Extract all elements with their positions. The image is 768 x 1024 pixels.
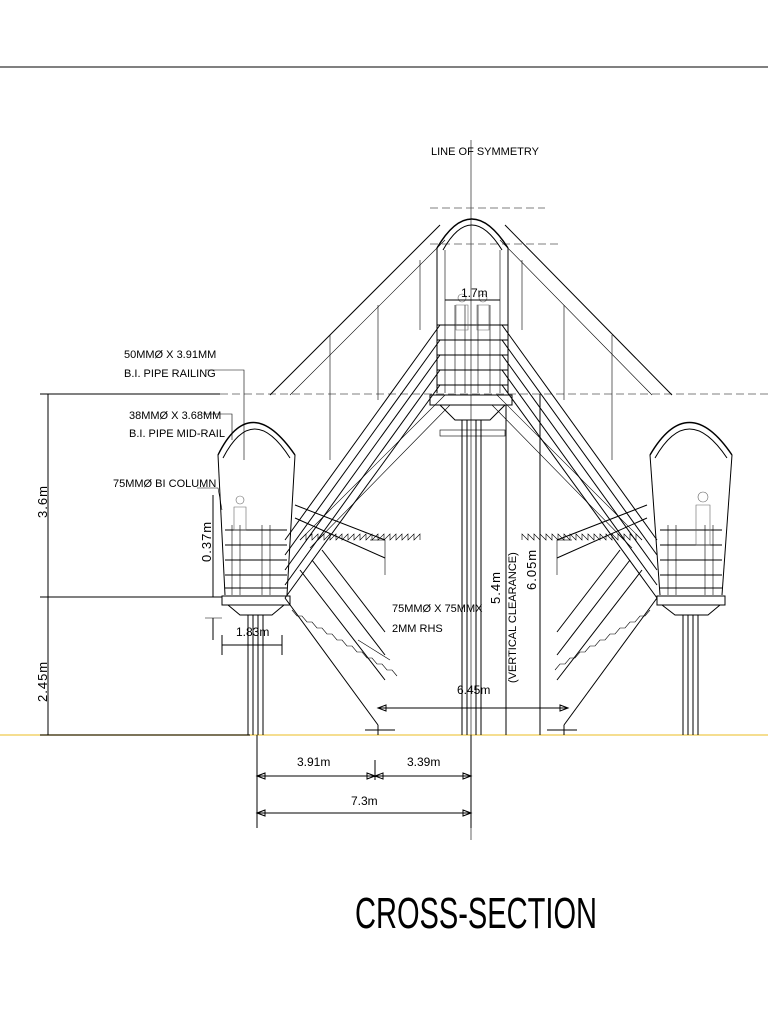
dimension-lines [40, 299, 570, 828]
roof-envelope [269, 224, 673, 396]
dim-rail-height: 0.37m [199, 521, 214, 562]
dim-width-top: 1.7m [461, 286, 488, 300]
left-stairs [284, 260, 451, 735]
mid-rail-label-1: 38MMØ X 3.68MM [129, 410, 221, 422]
right-landing-tower [649, 421, 733, 735]
right-stairs [491, 260, 658, 735]
dim-landing-width: 1.83m [236, 625, 269, 639]
page-title: CROSS-SECTION [355, 889, 597, 938]
dim-right-run: 3.39m [407, 755, 440, 769]
dim-vertical-clearance: 5.4m [488, 571, 503, 604]
dim-span: 6.45m [457, 683, 490, 697]
dim-left-run: 3.91m [297, 755, 330, 769]
dim-total-height: 6.05m [524, 549, 539, 590]
pipe-railing-label-2: B.I. PIPE RAILING [124, 368, 216, 380]
dim-height-upper: 3.6m [35, 485, 50, 518]
central-tower [429, 218, 513, 735]
left-landing-tower [217, 421, 296, 735]
column-label: 75MMØ BI COLUMN [113, 478, 216, 490]
dim-total-run: 7.3m [351, 794, 378, 808]
dim-height-lower: 2.45m [35, 661, 50, 702]
mid-rail-label-2: B.I. PIPE MID-RAIL [129, 428, 225, 440]
line-of-symmetry-label: LINE OF SYMMETRY [431, 146, 540, 158]
dim-vertical-clearance-label: (VERTICAL CLEARANCE) [507, 552, 519, 683]
rhs-label-1: 75MMØ X 75MMX [392, 603, 483, 615]
rhs-label-2: 2MM RHS [392, 623, 443, 635]
pipe-railing-label-1: 50MMØ X 3.91MM [124, 349, 216, 361]
